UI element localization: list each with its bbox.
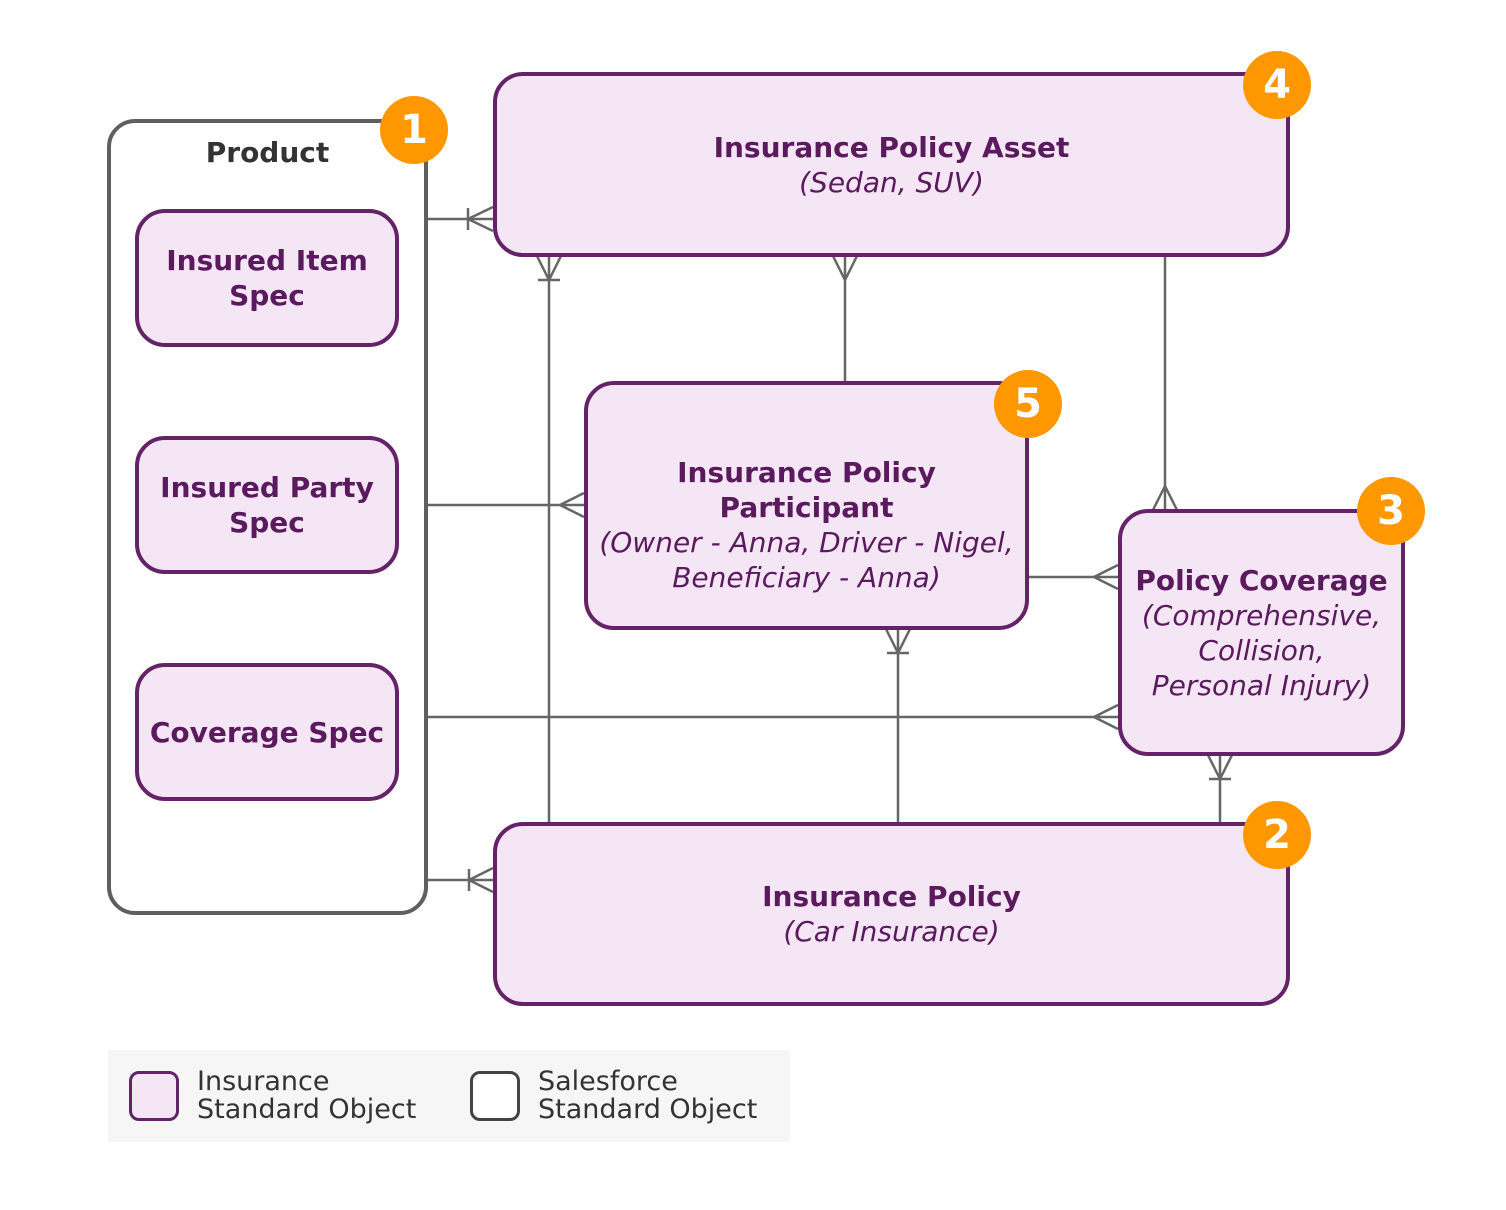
insurance-policy-box: Insurance Policy (Car Insurance): [493, 822, 1290, 1006]
coverage-spec-box: Coverage Spec: [135, 663, 399, 801]
insured-party-spec-box: Insured Party Spec: [135, 436, 399, 574]
legend-insurance-line1: Insurance: [197, 1066, 330, 1097]
insurance-policy-title: Insurance Policy: [762, 880, 1021, 913]
insured-item-spec-line1: Insured Item: [166, 244, 368, 277]
policy-coverage-title: Policy Coverage: [1135, 563, 1388, 597]
legend-salesforce-swatch: [470, 1071, 520, 1121]
insured-item-spec-line2: Spec: [229, 279, 305, 312]
insurance-policy-participant-subtitle-1: (Owner - Anna, Driver - Nigel,: [599, 526, 1014, 559]
badge-asset: 4: [1243, 51, 1311, 119]
insured-party-spec-line2: Spec: [229, 506, 305, 539]
insurance-policy-participant-title: Insurance Policy Participant: [677, 456, 936, 524]
insurance-policy-asset-title: Insurance Policy Asset: [713, 130, 1070, 164]
insurance-policy-asset-subtitle: (Sedan, SUV): [799, 165, 984, 199]
legend-insurance: Insurance Standard Object: [129, 1068, 416, 1124]
policy-coverage-box: Policy Coverage (Comprehensive, Collisio…: [1118, 509, 1405, 756]
legend-insurance-swatch: [129, 1071, 179, 1121]
badge-participant: 5: [994, 370, 1062, 438]
legend-salesforce-line1: Salesforce: [538, 1066, 678, 1097]
crowfoot-asset-left: [467, 205, 494, 221]
badge-product: 1: [380, 96, 448, 164]
insurance-policy-subtitle: (Car Insurance): [783, 915, 1000, 948]
policy-coverage-subtitle-3: Personal Injury): [1151, 668, 1372, 702]
coverage-spec-label: Coverage Spec: [149, 715, 385, 749]
insured-item-spec-box: Insured Item Spec: [135, 209, 399, 347]
insurance-policy-participant-subtitle-2: Beneficiary - Anna): [672, 561, 941, 594]
insured-party-spec-line1: Insured Party: [160, 471, 374, 504]
legend-salesforce: Salesforce Standard Object: [470, 1068, 757, 1124]
badge-coverage: 3: [1357, 477, 1425, 545]
policy-coverage-subtitle-1: (Comprehensive,: [1141, 598, 1382, 632]
legend-insurance-line2: Standard Object: [197, 1094, 417, 1125]
legend: Insurance Standard Object Salesforce Sta…: [108, 1050, 790, 1142]
insurance-policy-participant-box: Insurance Policy Participant (Owner - An…: [584, 381, 1029, 630]
insurance-policy-asset-box: Insurance Policy Asset (Sedan, SUV): [493, 72, 1290, 257]
legend-salesforce-line2: Standard Object: [538, 1094, 758, 1125]
policy-coverage-subtitle-2: Collision,: [1198, 633, 1325, 667]
badge-policy: 2: [1243, 801, 1311, 869]
product-title: Product: [205, 136, 330, 169]
